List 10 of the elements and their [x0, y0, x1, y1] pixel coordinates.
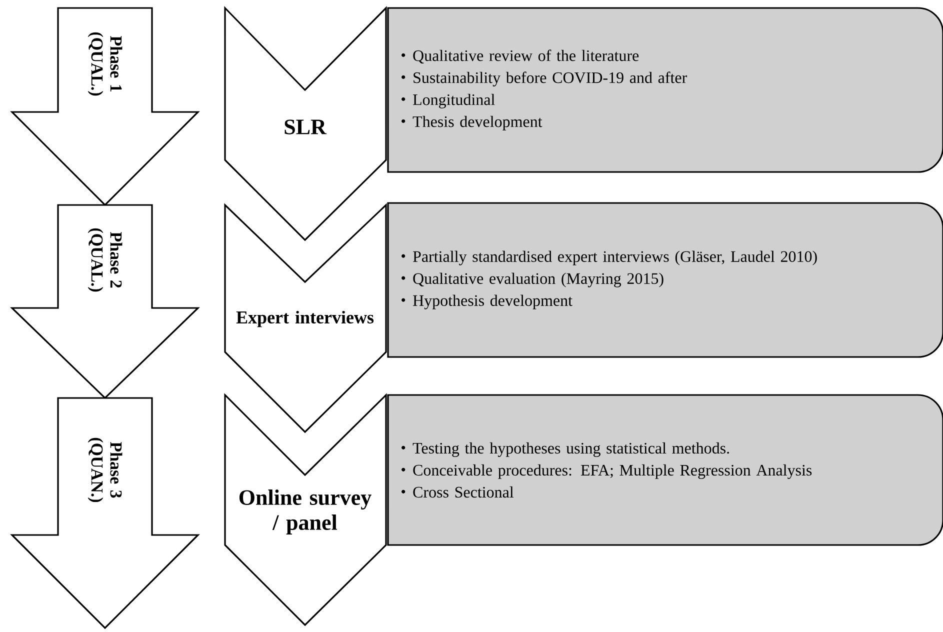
- step-block: Expert interviews: [224, 203, 387, 434]
- node-label: Phase 3 (QUAN.): [88, 438, 122, 502]
- phase-block: Phase 1 (QUAL.): [10, 7, 200, 206]
- phase-block: Phase 2 (QUAL.): [10, 204, 200, 400]
- description-box: Partially standardised expert interviews (Gläser, Laudel 2010) Qualitative evaluation (Mayring 2015) Hypothesis development: [387, 202, 943, 358]
- step-block: SLR: [224, 6, 387, 242]
- phase-block: Phase 3 (QUAN.): [10, 397, 200, 630]
- description-box: Qualitative review of the literature Sustainability before COVID-19 and after Longitudinal Thesis development: [387, 7, 943, 173]
- step-block: Online survey / panel: [224, 393, 387, 626]
- description-box: Testing the hypotheses using statistical methods. Conceivable procedures: EFA; Multiple Regression Analysis Cross Sectional: [387, 394, 943, 546]
